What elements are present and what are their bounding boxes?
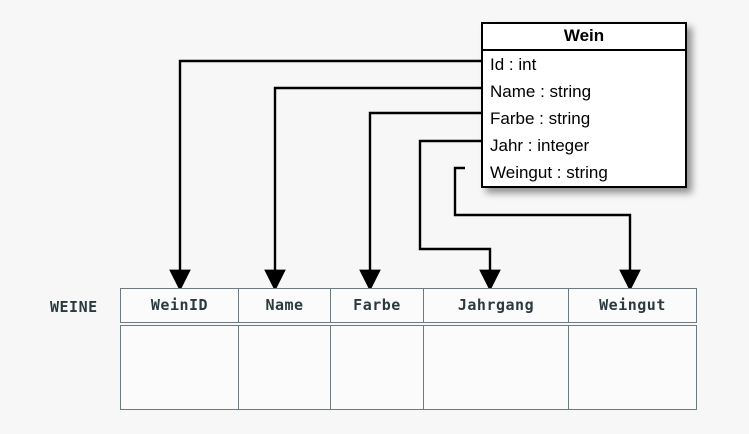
uml-attribute-row[interactable]: Name : string [490,82,592,101]
connector-id-to-weinid [169,59,481,292]
connector-weingut-to-weingut [453,166,641,292]
connector-farbe-to-farbe [359,111,481,292]
table-cell[interactable] [121,326,239,409]
connector-name-to-name [264,86,481,292]
uml-attribute-row[interactable]: Weingut : string [490,163,608,182]
table-column-header-weingut[interactable]: Weingut [599,296,666,314]
table-cell[interactable] [569,326,696,409]
table-column-header-name[interactable]: Name [239,289,331,322]
uml-class-box[interactable]: Wein Id : int Name : string Farbe : stri… [481,22,687,188]
table-header-row: WeinID Name Farbe Jahrgang Weingut [120,288,697,323]
table-column-header-weinid[interactable]: WeinID [121,289,239,322]
table-row [120,325,697,410]
table-column-header-farbe[interactable]: Farbe [331,289,424,322]
table-cell[interactable] [424,326,569,409]
uml-attribute-list: Id : int Name : string Farbe : string Ja… [483,51,685,186]
table-cell[interactable] [239,326,331,409]
table-cell[interactable] [331,326,424,409]
uml-class-title: Wein [483,24,685,51]
uml-attribute-row[interactable]: Id : int [490,55,537,74]
table-column-header-jahrgang[interactable]: Jahrgang [424,289,569,322]
table-name-label: WEINE [50,298,98,316]
connector-jahr-to-jahrgang [418,139,501,292]
uml-attribute-row[interactable]: Farbe : string [490,109,591,128]
uml-attribute-row[interactable]: Jahr : integer [490,136,590,155]
